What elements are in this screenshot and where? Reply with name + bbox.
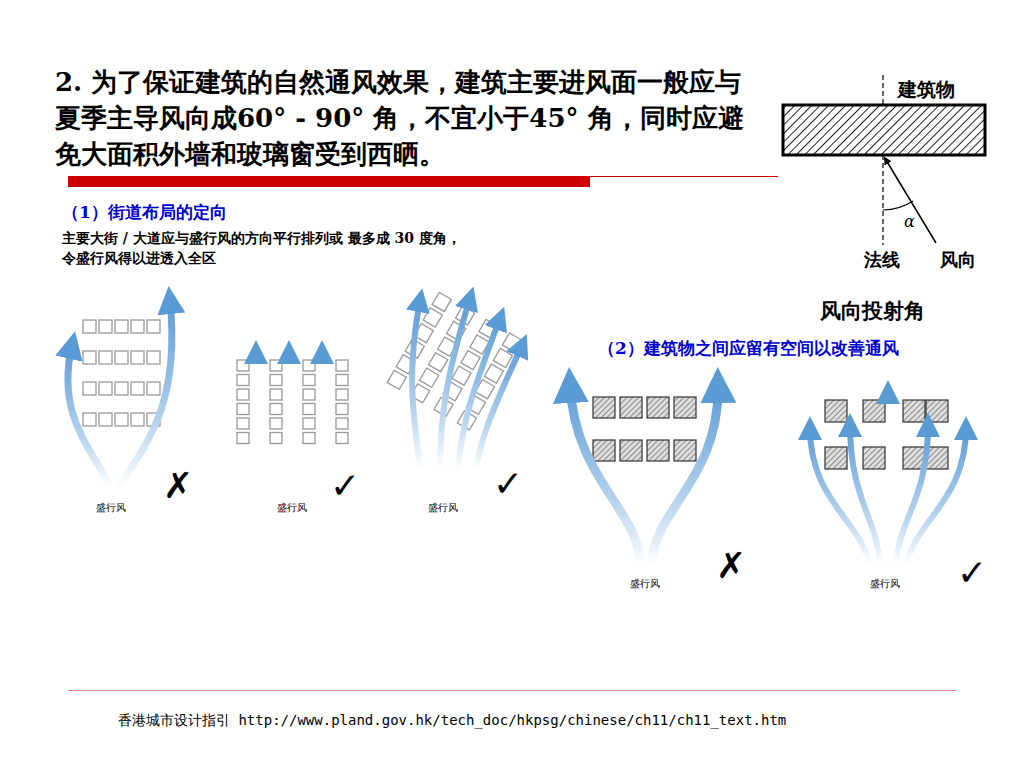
wrong-mark: ✗ bbox=[163, 468, 193, 504]
block bbox=[147, 320, 160, 333]
block bbox=[863, 447, 885, 469]
block bbox=[115, 413, 128, 426]
wind-arrows bbox=[412, 298, 522, 470]
block bbox=[461, 351, 480, 370]
block bbox=[99, 382, 112, 395]
source-note: 香港城市设计指引 http://www.pland.gov.hk/tech_do… bbox=[118, 712, 786, 730]
block bbox=[131, 351, 144, 364]
block bbox=[115, 320, 128, 333]
block bbox=[387, 370, 406, 389]
check-mark: ✓ bbox=[957, 555, 987, 591]
block bbox=[270, 375, 282, 386]
block bbox=[647, 440, 669, 461]
block bbox=[303, 360, 315, 371]
wind-arrows bbox=[570, 385, 718, 565]
block bbox=[423, 308, 442, 327]
block bbox=[336, 360, 348, 371]
angle-symbol: α bbox=[904, 212, 915, 231]
block bbox=[237, 389, 249, 400]
block bbox=[825, 447, 847, 469]
block bbox=[336, 433, 348, 444]
block bbox=[131, 382, 144, 395]
angle-diagram bbox=[783, 75, 985, 245]
block bbox=[647, 397, 669, 418]
block bbox=[270, 433, 282, 444]
block bbox=[237, 404, 249, 415]
block bbox=[237, 418, 249, 429]
wind-caption: 盛行风 bbox=[428, 501, 458, 515]
block bbox=[493, 348, 512, 367]
block bbox=[237, 360, 249, 371]
block bbox=[303, 389, 315, 400]
wind-caption: 盛行风 bbox=[870, 577, 900, 591]
block bbox=[270, 418, 282, 429]
slide-title: 2. 为了保证建筑的自然通风效果，建筑主要进风面一般应与夏季主导风向成60° -… bbox=[55, 64, 767, 172]
block bbox=[270, 404, 282, 415]
block bbox=[336, 404, 348, 415]
block bbox=[593, 440, 615, 461]
building-blocks bbox=[593, 397, 696, 461]
wrong-mark: ✗ bbox=[716, 548, 746, 584]
block bbox=[237, 433, 249, 444]
block bbox=[131, 413, 144, 426]
block bbox=[825, 400, 847, 422]
block bbox=[674, 440, 696, 461]
block bbox=[674, 397, 696, 418]
block bbox=[115, 351, 128, 364]
block bbox=[432, 292, 451, 311]
block bbox=[336, 389, 348, 400]
block bbox=[620, 397, 642, 418]
block bbox=[99, 351, 112, 364]
wind-arrows bbox=[68, 300, 172, 488]
normal-label: 法线 bbox=[864, 248, 900, 272]
wind-caption: 盛行风 bbox=[277, 501, 307, 515]
block bbox=[237, 375, 249, 386]
block bbox=[83, 351, 96, 364]
section-body: 主要大街 / 大道应与盛行风的方向平行排列或 最多成 30 度角，令盛行风得以进… bbox=[62, 228, 467, 268]
wind-arrows bbox=[810, 392, 966, 565]
block bbox=[131, 320, 144, 333]
street-grid bbox=[83, 320, 160, 426]
block bbox=[115, 382, 128, 395]
wind-caption: 盛行风 bbox=[630, 577, 660, 591]
block bbox=[484, 364, 503, 383]
block bbox=[863, 400, 885, 422]
wind-caption: 盛行风 bbox=[96, 501, 126, 515]
block bbox=[270, 360, 282, 371]
block bbox=[303, 433, 315, 444]
section-heading: （1）街道布局的定向 bbox=[62, 201, 227, 224]
wind-arrows bbox=[256, 352, 322, 470]
block bbox=[620, 440, 642, 461]
block bbox=[420, 368, 439, 387]
block bbox=[903, 400, 925, 422]
block bbox=[270, 389, 282, 400]
wind-label: 风向 bbox=[940, 248, 976, 272]
red-bar bbox=[68, 176, 590, 187]
block bbox=[926, 400, 948, 422]
block bbox=[336, 375, 348, 386]
block bbox=[303, 404, 315, 415]
block bbox=[83, 413, 96, 426]
block bbox=[303, 418, 315, 429]
footer-rule bbox=[68, 690, 956, 691]
block bbox=[593, 397, 615, 418]
check-mark: ✓ bbox=[330, 468, 360, 504]
block bbox=[147, 382, 160, 395]
red-rule bbox=[590, 176, 778, 177]
block bbox=[336, 418, 348, 429]
block bbox=[147, 351, 160, 364]
block bbox=[99, 413, 112, 426]
figure-caption: 风向投射角 bbox=[820, 297, 925, 325]
section-heading: （2）建筑物之间应留有空间以改善通风 bbox=[598, 337, 899, 360]
block bbox=[452, 366, 471, 385]
block bbox=[83, 382, 96, 395]
check-mark: ✓ bbox=[493, 466, 523, 502]
block bbox=[83, 320, 96, 333]
block bbox=[429, 353, 448, 372]
block bbox=[303, 375, 315, 386]
building-label: 建筑物 bbox=[898, 77, 955, 103]
block bbox=[99, 320, 112, 333]
